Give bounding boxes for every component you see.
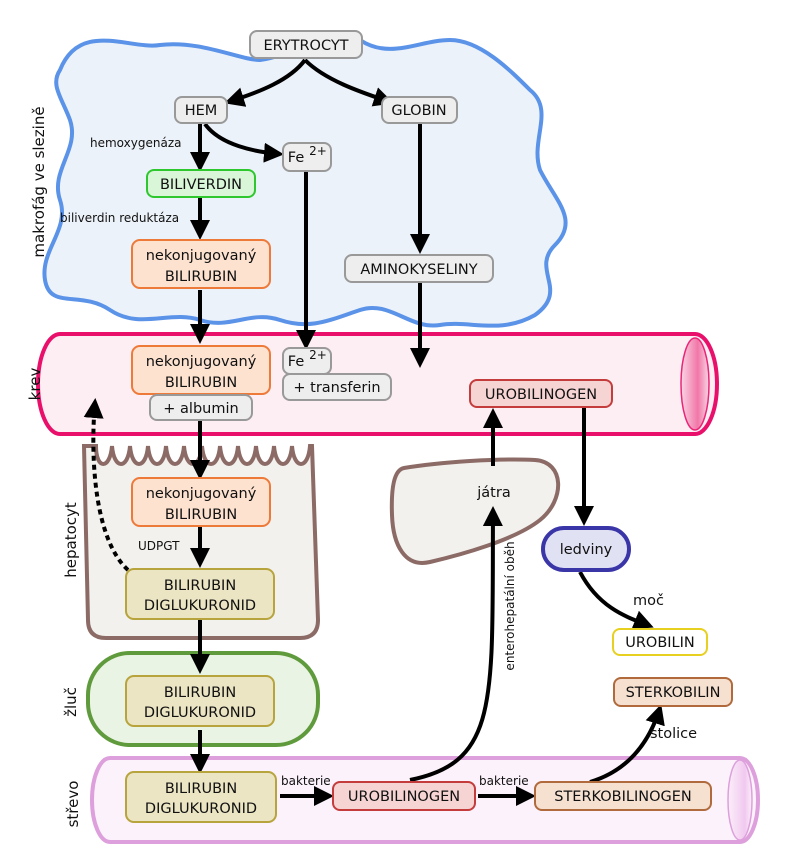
section-label-hepatocyte: hepatocyt: [62, 502, 80, 578]
node-diglucuronide-bile: BILIRUBIN DIGLUKURONID: [125, 675, 275, 727]
node-urobilin: UROBILIN: [612, 628, 708, 656]
node-globin: GLOBIN: [381, 96, 458, 124]
arrow-enterohepatic: [409, 506, 503, 782]
section-label-bile: žluč: [62, 687, 80, 717]
erythrocyte-label: ERYTROCYT: [263, 38, 348, 54]
diglu-bile-line2: DIGLUKURONID: [144, 705, 256, 721]
label-biliverdin-reductase: biliverdin reduktáza: [60, 211, 179, 225]
intestine-opening: [727, 759, 753, 841]
blood-vessel-opening: [680, 337, 710, 431]
arrow-stercobilinogen-stercobilin: [589, 704, 665, 784]
diglu-hep-line1: BILIRUBIN: [164, 578, 236, 594]
unconj-mac-line2: BILIRUBIN: [165, 269, 237, 285]
label-bacteria-1: bakterie: [281, 774, 331, 788]
node-diglucuronide-hepatocyte: BILIRUBIN DIGLUKURONID: [125, 568, 275, 620]
stercobilin-label: STERKOBILIN: [626, 685, 721, 701]
arrow-reflux-dashed: [83, 398, 130, 572]
label-feces: stolice: [650, 726, 697, 742]
iron-charge: 2+: [309, 144, 327, 158]
kidneys-label: ledviny: [560, 542, 613, 558]
label-udpgt: UDPGT: [138, 539, 180, 553]
node-diglucuronide-intestine: BILIRUBIN DIGLUKURONID: [125, 771, 277, 823]
label-bacteria-2: bakterie: [479, 774, 529, 788]
diglu-bile-line1: BILIRUBIN: [164, 685, 236, 701]
arrow-heme-iron: [203, 122, 284, 163]
node-unconjugated-macrophage: nekonjugovaný BILIRUBIN: [131, 239, 271, 289]
node-biliverdin: BILIVERDIN: [146, 169, 256, 198]
node-urobilinogen-intestine: UROBILINOGEN: [332, 781, 476, 811]
diglu-hep-line2: DIGLUKURONID: [144, 598, 256, 614]
diglu-int-line1: BILIRUBIN: [165, 781, 237, 797]
transferrin-label: + transferin: [293, 380, 380, 396]
stercobilinogen-label: STERKOBILINOGEN: [554, 789, 692, 805]
iron-label: Fe: [288, 150, 305, 166]
node-stercobilin: STERKOBILIN: [613, 677, 733, 707]
urobilin-label: UROBILIN: [625, 635, 695, 651]
unconj-hep-line2: BILIRUBIN: [165, 507, 237, 523]
label-heme-oxygenase: hemoxygenáza: [90, 136, 181, 150]
unconj-hep-line1: nekonjugovaný: [146, 486, 257, 502]
unconj-mac-line1: nekonjugovaný: [146, 248, 257, 264]
albumin-label: + albumin: [163, 401, 238, 417]
amino-acids-label: AMINOKYSELINY: [360, 262, 477, 278]
node-albumin: + albumin: [149, 394, 253, 421]
node-transferrin: + transferin: [282, 373, 392, 401]
urobilinogen-int-label: UROBILINOGEN: [348, 789, 460, 805]
node-unconjugated-blood: nekonjugovaný BILIRUBIN: [131, 345, 271, 395]
arrow-kidneys-urobilin: [578, 571, 654, 630]
liver-label: játra: [476, 485, 510, 501]
heme-label: HEM: [185, 103, 218, 119]
urobilinogen-blood-label: UROBILINOGEN: [485, 387, 597, 403]
arrows: [83, 58, 665, 806]
node-iron-macrophage: Fe 2+: [282, 142, 332, 172]
node-heme: HEM: [174, 96, 228, 124]
section-label-macrophage: makrofág ve slezině: [30, 106, 48, 257]
label-enterohepatic: enterohepatální oběh: [503, 541, 517, 670]
unconj-blood-line1: nekonjugovaný: [146, 354, 257, 370]
label-urine: moč: [633, 593, 664, 609]
section-label-blood: krev: [26, 368, 44, 401]
node-erythrocyte: ERYTROCYT: [249, 30, 363, 59]
node-kidneys: ledviny: [541, 526, 631, 572]
globin-label: GLOBIN: [391, 103, 446, 119]
arrow-erythrocyte-heme: [224, 58, 307, 107]
node-urobilinogen-blood: UROBILINOGEN: [469, 379, 613, 408]
section-label-intestine: střevo: [64, 781, 82, 828]
node-unconjugated-hepatocyte: nekonjugovaný BILIRUBIN: [131, 477, 271, 527]
diglu-int-line2: DIGLUKURONID: [145, 801, 257, 817]
iron-blood-label: Fe: [288, 354, 305, 370]
biliverdin-label: BILIVERDIN: [160, 177, 242, 193]
node-amino-acids: AMINOKYSELINY: [344, 254, 494, 283]
arrow-erythrocyte-globin: [303, 58, 394, 107]
node-stercobilinogen: STERKOBILINOGEN: [534, 781, 712, 811]
unconj-blood-line2: BILIRUBIN: [165, 375, 237, 391]
node-iron-blood: Fe 2+: [282, 347, 332, 375]
iron-blood-charge: 2+: [309, 348, 327, 362]
liver-organ: [389, 457, 561, 565]
